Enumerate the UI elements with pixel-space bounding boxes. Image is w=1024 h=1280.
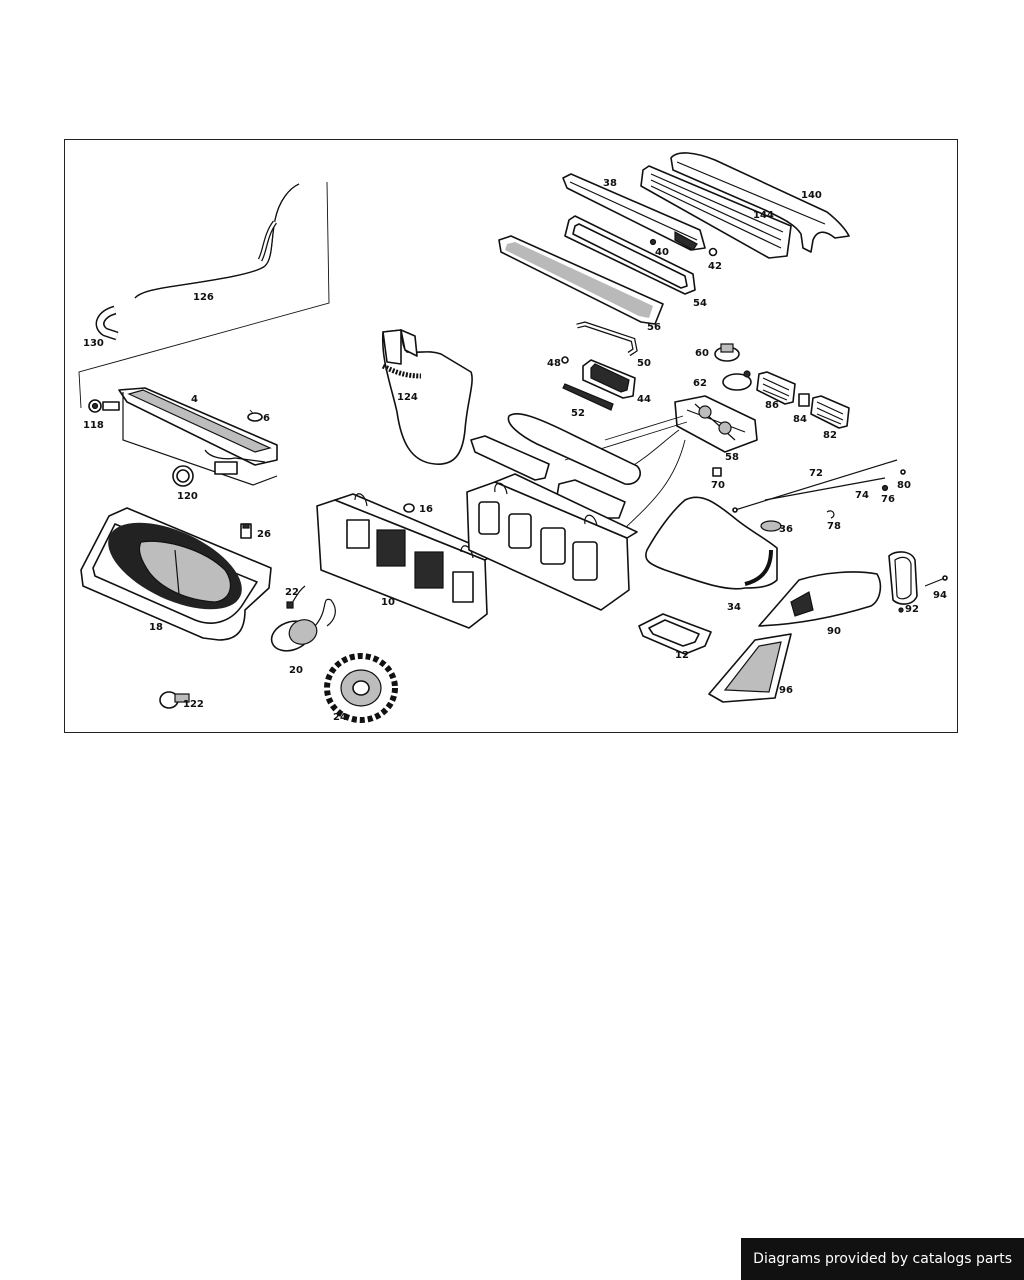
- part-118-fitting: [88, 399, 120, 413]
- label-74: 74: [855, 490, 869, 501]
- part-70-clip: [712, 467, 722, 477]
- label-48: 48: [547, 358, 561, 369]
- part-labels: 126 130 118 4 6 120 124 38 140 144 40 42…: [83, 178, 947, 723]
- label-126: 126: [193, 292, 214, 303]
- part-86-vent: [756, 371, 796, 405]
- parts-diagram-frame: 126 130 118 4 6 120 124 38 140 144 40 42…: [64, 139, 958, 733]
- part-144-defroster-vent: [640, 165, 792, 259]
- attribution-text: Diagrams provided by catalogs parts: [753, 1251, 1012, 1267]
- part-62-switch: [722, 370, 752, 391]
- label-54: 54: [693, 298, 707, 309]
- label-60: 60: [695, 348, 709, 359]
- attribution-badge: Diagrams provided by catalogs parts: [741, 1238, 1024, 1280]
- label-16: 16: [419, 504, 433, 515]
- part-74-rod: [764, 477, 886, 501]
- part-56-filter-panel: [498, 235, 664, 325]
- part-78-clip: [826, 510, 835, 519]
- label-6: 6: [263, 413, 270, 424]
- label-144: 144: [753, 210, 774, 221]
- label-22: 22: [285, 587, 299, 598]
- label-70: 70: [711, 480, 725, 491]
- part-18-blower-housing: [80, 507, 272, 641]
- label-4: 4: [191, 394, 198, 405]
- label-40: 40: [655, 247, 669, 258]
- part-76-clip: [881, 484, 889, 492]
- label-42: 42: [708, 261, 722, 272]
- part-72-rod: [732, 459, 898, 513]
- label-84: 84: [793, 414, 807, 425]
- part-126-heater-pipe: [78, 181, 330, 409]
- label-124: 124: [397, 392, 418, 403]
- part-12-gasket: [638, 613, 712, 655]
- part-4-heater-core: [118, 387, 278, 486]
- label-78: 78: [827, 521, 841, 532]
- label-122: 122: [183, 699, 204, 710]
- part-26-plug: [240, 523, 252, 539]
- label-96: 96: [779, 685, 793, 696]
- label-80: 80: [897, 480, 911, 491]
- part-20-motor: [270, 598, 336, 652]
- label-62: 62: [693, 378, 707, 389]
- part-80-clip: [900, 469, 906, 475]
- part-housing-right: [466, 473, 638, 611]
- label-52: 52: [571, 408, 585, 419]
- label-38: 38: [603, 178, 617, 189]
- part-84-bracket: [798, 393, 810, 407]
- part-24-blower-wheel: [324, 653, 398, 723]
- label-12: 12: [675, 650, 689, 661]
- part-140-dash-trim: [670, 152, 850, 253]
- part-50-lever: [576, 321, 638, 357]
- part-40-screw: [649, 238, 657, 246]
- part-60-valve: [714, 343, 740, 362]
- label-118: 118: [83, 420, 104, 431]
- label-36: 36: [779, 524, 793, 535]
- label-34: 34: [727, 602, 741, 613]
- part-82-vent: [810, 395, 850, 429]
- part-34-duct-cover: [645, 496, 778, 590]
- part-air-channel-upper: [470, 413, 641, 519]
- label-72: 72: [809, 468, 823, 479]
- part-22-wire: [286, 585, 306, 609]
- part-54-gasket: [564, 215, 696, 295]
- part-44-bezel: [582, 359, 636, 399]
- part-52-strip: [562, 383, 614, 411]
- part-92-vent-frame: [888, 551, 918, 613]
- part-16-screw: [403, 503, 415, 513]
- label-94: 94: [933, 590, 947, 601]
- part-124-air-duct: [381, 329, 473, 465]
- label-90: 90: [827, 626, 841, 637]
- part-36-grommet: [760, 520, 782, 532]
- label-58: 58: [725, 452, 739, 463]
- part-90-duct-outlet: [758, 571, 882, 627]
- label-26: 26: [257, 529, 271, 540]
- label-130: 130: [83, 338, 104, 349]
- part-94-rod: [924, 575, 948, 587]
- part-96-console-trim: [708, 633, 792, 703]
- label-140: 140: [801, 190, 822, 201]
- label-120: 120: [177, 491, 198, 502]
- part-48-screw: [561, 356, 569, 364]
- exploded-parts-diagram: 126 130 118 4 6 120 124 38 140 144 40 42…: [78, 152, 948, 723]
- label-82: 82: [823, 430, 837, 441]
- label-76: 76: [881, 494, 895, 505]
- part-58-control-unit: [564, 395, 758, 529]
- part-120-grommet: [172, 465, 194, 487]
- label-20: 20: [289, 665, 303, 676]
- part-38-defroster-nozzle: [562, 173, 706, 251]
- part-6-clip: [247, 412, 263, 422]
- label-86: 86: [765, 400, 779, 411]
- label-24: 24: [333, 712, 347, 723]
- label-10: 10: [381, 597, 395, 608]
- label-18: 18: [149, 622, 163, 633]
- label-92: 92: [905, 604, 919, 615]
- part-122-knob: [159, 691, 190, 709]
- part-42-nut: [708, 247, 718, 257]
- part-130-hose: [95, 305, 119, 341]
- label-44: 44: [637, 394, 651, 405]
- label-56: 56: [647, 322, 661, 333]
- part-10-housing-left: [316, 493, 496, 629]
- label-50: 50: [637, 358, 651, 369]
